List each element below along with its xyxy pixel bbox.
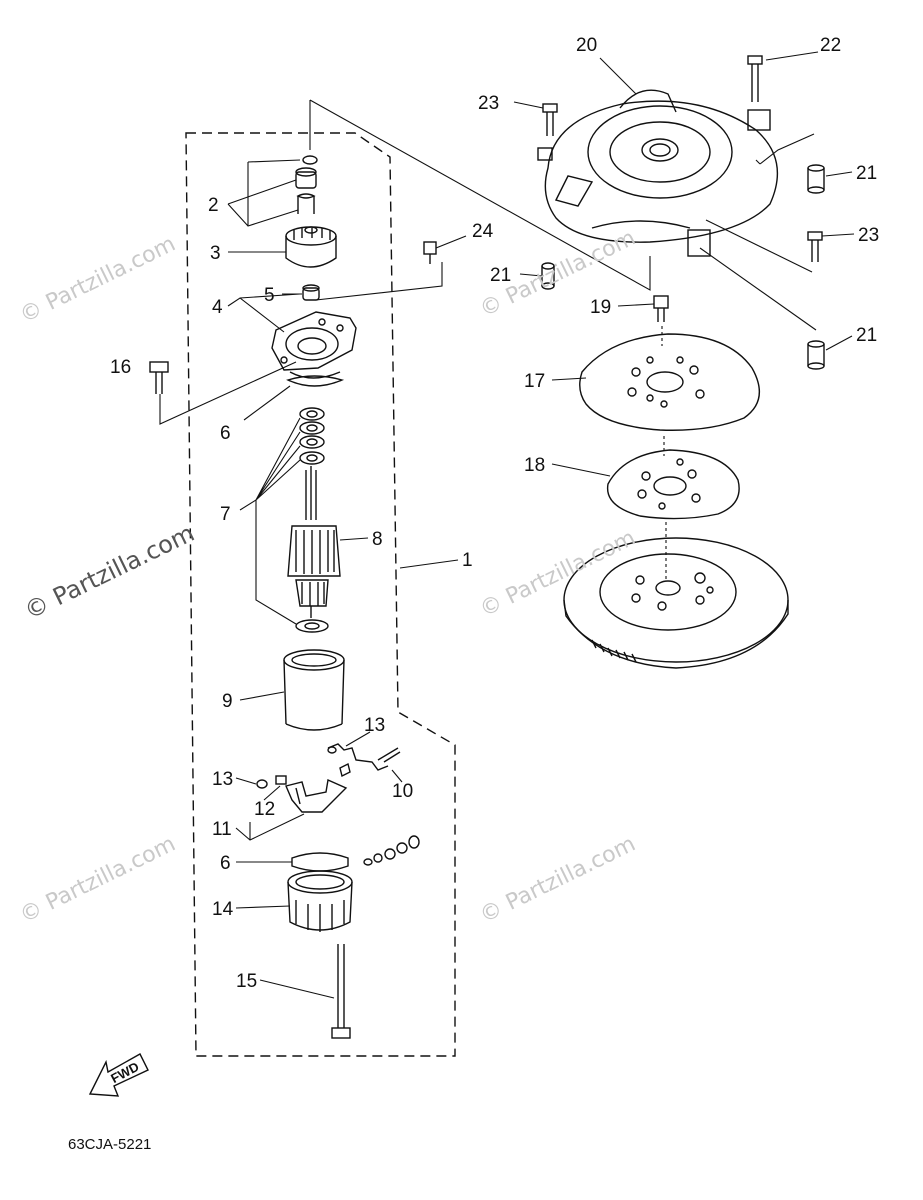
fwd-arrow-icon — [88, 1053, 149, 1097]
cover-bolt-22 — [747, 55, 763, 102]
cover-bolt-23b — [807, 231, 823, 262]
callout-label: 21 — [856, 163, 878, 184]
callout-label: 23 — [858, 225, 880, 246]
flywheel-plate — [579, 333, 761, 431]
callout-label: 6 — [220, 423, 231, 444]
callout-label: 9 — [222, 691, 233, 712]
callout-label: 19 — [590, 297, 612, 318]
brush-lead — [327, 743, 401, 778]
callout-label: 5 — [264, 285, 275, 306]
upper-bushing — [286, 375, 345, 387]
callout-label: 21 — [490, 265, 512, 286]
terminal-nut — [423, 241, 437, 264]
callout-label: 24 — [472, 221, 494, 242]
callout-label: 13 — [212, 769, 234, 790]
callout-label: 21 — [856, 325, 878, 346]
callout-label: 23 — [478, 93, 500, 114]
callout-label: 18 — [524, 455, 546, 476]
flywheel-cover — [537, 89, 779, 257]
armature — [287, 466, 341, 618]
small-cap — [302, 284, 320, 301]
cover-bolt-23a — [542, 103, 558, 136]
armature-washer — [295, 619, 329, 633]
drawing-code: 63CJA-5221 — [68, 1136, 152, 1153]
callout-label: 17 — [524, 371, 546, 392]
through-bolt — [331, 944, 351, 1039]
callout-label: 3 — [210, 243, 221, 264]
callout-label: 11 — [212, 819, 232, 840]
callout-label: 2 — [208, 195, 219, 216]
callout-label: 13 — [364, 715, 386, 736]
callout-label: 22 — [820, 35, 842, 56]
callout-label: 16 — [110, 357, 132, 378]
flywheel-bolt — [653, 295, 669, 322]
assembly-boundary — [185, 132, 456, 1057]
front-bracket — [271, 311, 357, 379]
leader-lines — [159, 51, 855, 999]
flywheel — [563, 537, 789, 669]
starter-clip-collar-spring — [295, 155, 318, 214]
callout-label: 14 — [212, 899, 234, 920]
yoke — [283, 649, 345, 731]
callout-label: 6 — [220, 853, 231, 874]
callout-label: 20 — [576, 35, 598, 56]
collar-21-upper — [807, 164, 825, 194]
callout-label: 7 — [220, 504, 231, 525]
callout-label: 15 — [236, 971, 258, 992]
callout-label: 1 — [462, 550, 473, 571]
bracket-bolt — [149, 361, 169, 394]
pinion-gear — [285, 226, 337, 268]
callout-label: 4 — [212, 297, 223, 318]
lower-bushing — [291, 852, 349, 872]
small-washers — [363, 835, 420, 866]
washer-stack — [299, 407, 325, 465]
rear-cover — [287, 870, 353, 932]
brush-holder — [256, 775, 348, 813]
flywheel-washer-plate — [606, 449, 740, 520]
collar-21-right — [807, 340, 825, 370]
callout-label: 12 — [254, 799, 276, 820]
callout-label: 8 — [372, 529, 383, 550]
callout-label: 10 — [392, 781, 414, 802]
